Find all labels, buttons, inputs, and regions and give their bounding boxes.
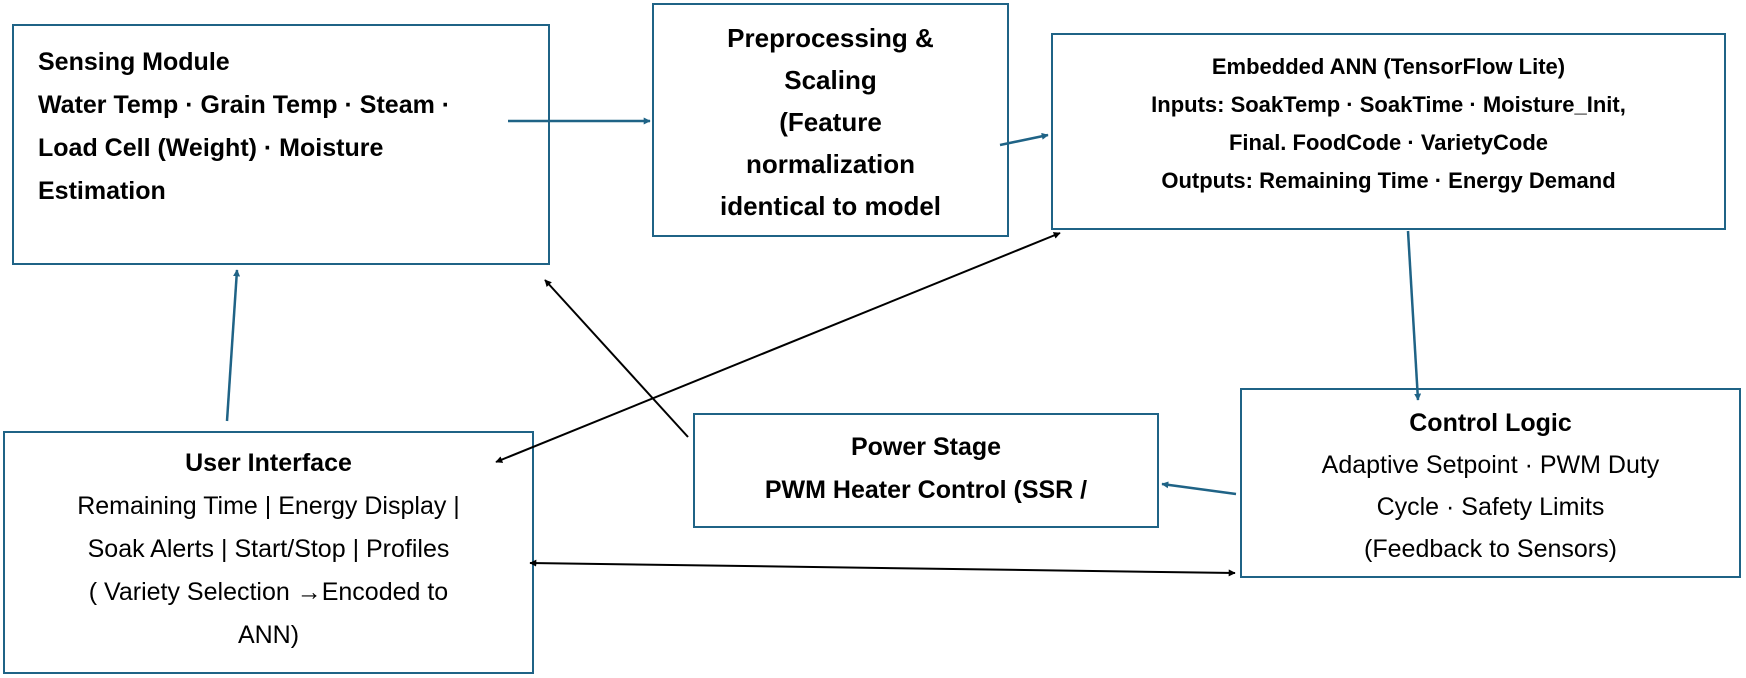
control-logic-title: Control Logic bbox=[1409, 409, 1572, 437]
sensing-module-line: Water Temp · Grain Temp · Steam · bbox=[38, 91, 451, 119]
arrow-user-interface-to-sensing bbox=[225, 269, 241, 422]
power-stage-title: Power Stage bbox=[850, 433, 1002, 461]
preprocessing-line: Scaling bbox=[784, 65, 877, 95]
sensing-module-title: Sensing Module bbox=[38, 48, 230, 76]
user-interface-title: User Interface bbox=[185, 449, 352, 477]
arrow-control-logic-to-power-stage bbox=[1161, 481, 1237, 496]
user-interface-line: ( Variety Selection →Encoded to bbox=[88, 578, 449, 606]
control-logic-line: Adaptive Setpoint · PWM Duty bbox=[1321, 451, 1660, 479]
preprocessing-line: normalization bbox=[745, 149, 915, 179]
sensing-module-line: Load Cell (Weight) · Moisture bbox=[38, 134, 384, 162]
preprocessing-line: identical to model bbox=[719, 191, 942, 221]
arrow-power-stage-to-sensing bbox=[544, 279, 689, 438]
embedded-ann-title: Embedded ANN (TensorFlow Lite) bbox=[1211, 54, 1566, 79]
control-logic-line: Cycle · Safety Limits bbox=[1376, 493, 1605, 521]
power-stage-line: PWM Heater Control (SSR / bbox=[764, 476, 1088, 504]
user-interface-line: Remaining Time | Energy Display | bbox=[77, 492, 460, 520]
user-interface-line: ANN) bbox=[237, 621, 300, 649]
user-interface-line: Soak Alerts | Start/Stop | Profiles bbox=[87, 535, 450, 563]
sensing-module-box: Sensing Module Water Temp · Grain Temp ·… bbox=[12, 24, 550, 265]
arrow-ann-to-control-logic bbox=[1406, 230, 1422, 401]
power-stage-box: Power Stage PWM Heater Control (SSR / bbox=[693, 413, 1159, 528]
user-interface-box: User Interface Remaining Time | Energy D… bbox=[3, 431, 534, 674]
preprocessing-box: Preprocessing & Scaling (Feature normali… bbox=[652, 3, 1009, 237]
arrow-user-interface-control-logic-bidirectional bbox=[529, 559, 1236, 577]
embedded-ann-outputs: Outputs: Remaining Time · Energy Demand bbox=[1161, 168, 1616, 193]
embedded-ann-box: Embedded ANN (TensorFlow Lite) Inputs: S… bbox=[1051, 33, 1726, 230]
embedded-ann-inputs-cont: Final. FoodCode · VarietyCode bbox=[1228, 130, 1549, 155]
preprocessing-title: Preprocessing & bbox=[727, 23, 934, 53]
control-logic-box: Control Logic Adaptive Setpoint · PWM Du… bbox=[1240, 388, 1741, 578]
control-logic-line: (Feedback to Sensors) bbox=[1364, 535, 1617, 563]
embedded-ann-inputs: Inputs: SoakTemp · SoakTime · Moisture_I… bbox=[1151, 92, 1626, 117]
sensing-module-line: Estimation bbox=[38, 177, 166, 205]
preprocessing-line: (Feature bbox=[779, 107, 882, 137]
